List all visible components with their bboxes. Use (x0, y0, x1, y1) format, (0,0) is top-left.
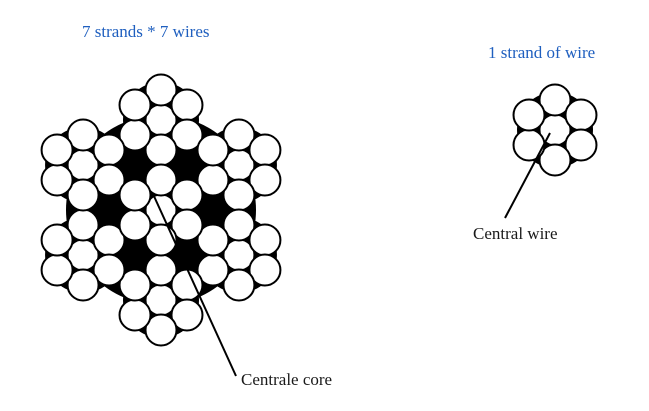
rope-cross-section (40, 73, 282, 347)
single-strand-outer-wire (512, 98, 546, 132)
single-strand-outer-wire (512, 128, 546, 162)
outer-strand-outer-wire (248, 163, 282, 197)
single-strand-outer-wire (564, 128, 598, 162)
central-core-leader-line (152, 193, 237, 377)
single-strand-outer-wire (538, 83, 572, 117)
central-core-strand-outer-wire (144, 223, 178, 257)
single-strand-outer-wire (564, 98, 598, 132)
rope-diagram-title: 7 strands * 7 wires (82, 22, 210, 41)
outer-strand-outer-wire (40, 223, 74, 257)
outer-strand-outer-wire (66, 178, 100, 212)
outer-strand-outer-wire (196, 223, 230, 257)
outer-strand-outer-wire (170, 268, 204, 302)
central-core-label: Centrale core (241, 370, 333, 389)
outer-strand-outer-wire (92, 163, 126, 197)
outer-strand-outer-wire (144, 73, 178, 107)
outer-strand-outer-wire (40, 253, 74, 287)
outer-strand-outer-wire (222, 268, 256, 302)
outer-strand-outer-wire (40, 133, 74, 167)
outer-strand-outer-wire (66, 118, 100, 152)
outer-strand-outer-wire (196, 133, 230, 167)
central-core-strand-outer-wire (170, 208, 204, 242)
outer-strand-outer-wire (92, 133, 126, 167)
outer-strand-outer-wire (222, 208, 256, 242)
outer-strand-outer-wire (66, 268, 100, 302)
central-core-strand-outer-wire (118, 178, 152, 212)
outer-strand-outer-wire (170, 298, 204, 332)
single-strand-cross-section (512, 83, 598, 177)
central-core-strand-outer-wire (144, 163, 178, 197)
outer-strand-outer-wire (170, 118, 204, 152)
central-wire-leader-line (504, 132, 551, 219)
outer-strand-outer-wire (40, 163, 74, 197)
outer-strand-outer-wire (118, 298, 152, 332)
central-wire-label: Central wire (473, 224, 558, 243)
central-core-strand-outer-wire (170, 178, 204, 212)
outer-strand-outer-wire (248, 253, 282, 287)
strand-diagram-title: 1 strand of wire (488, 43, 596, 62)
outer-strand-outer-wire (248, 133, 282, 167)
central-core-strand-outer-wire (118, 208, 152, 242)
outer-strand-outer-wire (248, 223, 282, 257)
outer-strand-outer-wire (118, 88, 152, 122)
outer-strand-outer-wire (222, 118, 256, 152)
single-strand-outer-wire (538, 143, 572, 177)
outer-strand-outer-wire (92, 253, 126, 287)
outer-strand-outer-wire (144, 313, 178, 347)
outer-strand-outer-wire (118, 268, 152, 302)
outer-strand-outer-wire (170, 88, 204, 122)
